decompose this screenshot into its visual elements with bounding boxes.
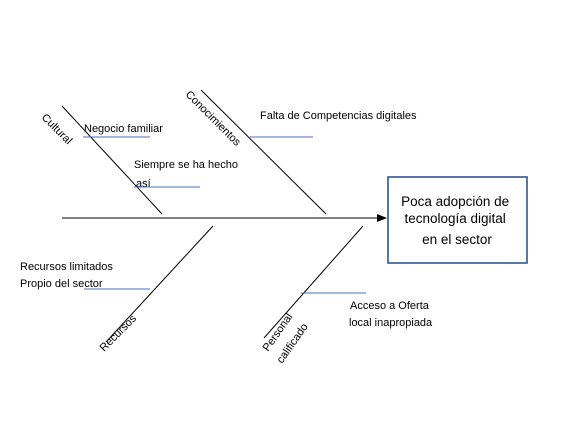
category-label-recursos: Recursos (98, 312, 140, 354)
problem-line-2: tecnología digital (404, 211, 505, 226)
cause-siempre-se-ha-hecho: Siempre se ha hecho así (134, 159, 241, 190)
category-label-cultural: Cultural (39, 112, 74, 147)
cause-acceso-oferta: Acceso a Oferta local inapropiada (349, 300, 433, 329)
bone-cultural (61, 105, 163, 215)
problem-box (387, 176, 528, 264)
bone-conocimientos (200, 89, 327, 215)
problem-text: Poca adopción de tecnología digital en e… (401, 194, 513, 247)
problem-line-3: en el sector (422, 232, 492, 247)
cause-recursos-limitados: Recursos limitados Propio del sector (20, 261, 116, 290)
cause-falta-competencias: Falta de Competencias digitales (260, 110, 417, 122)
cause-negocio-familiar: Negocio familiar (84, 123, 163, 135)
bone-recursos (105, 225, 214, 343)
problem-line-1: Poca adopción de (401, 194, 509, 209)
bone-personal-calificado (263, 225, 364, 339)
category-label-conocimientos: Conocimientos (183, 89, 243, 149)
